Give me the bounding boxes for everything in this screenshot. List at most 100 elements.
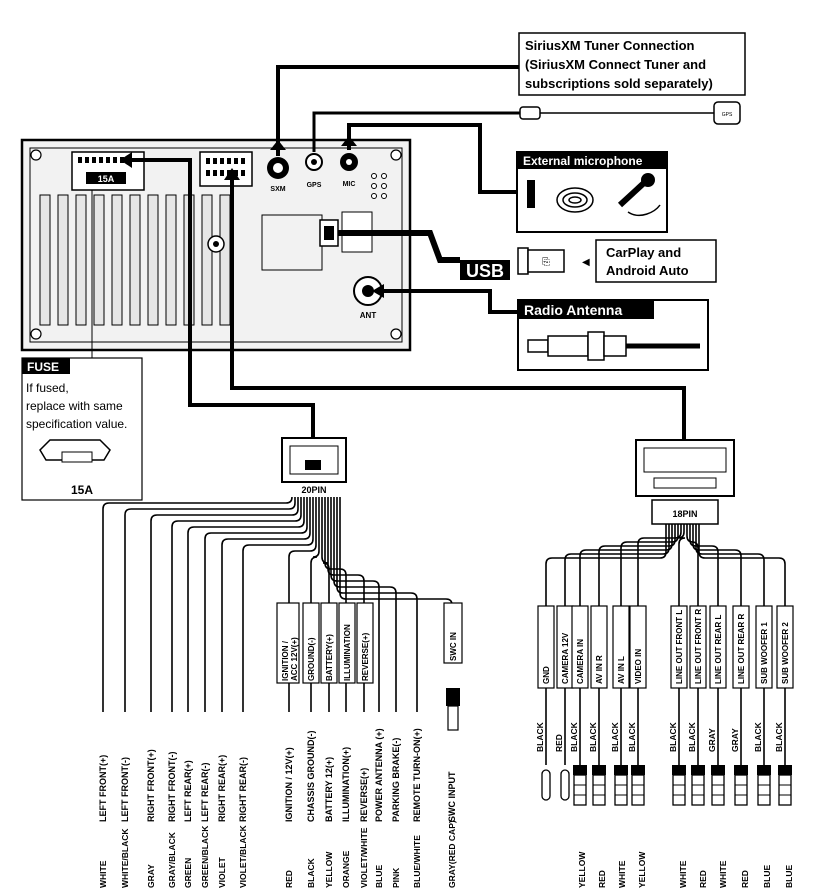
wire-20pin <box>333 497 397 712</box>
carplay-line-1: CarPlay and <box>606 245 681 260</box>
tag-ground-text: GROUND(-) <box>307 637 316 681</box>
wire-color-label: GREEN/BLACK <box>200 825 210 888</box>
fuse-rating-label: 15A <box>98 174 115 184</box>
wire-18pin <box>692 524 742 606</box>
wire-18pin-bottom-label: YELLOW <box>637 851 647 888</box>
external-microphone-callout: External microphone <box>516 151 668 233</box>
tag-18pin <box>709 605 727 689</box>
wire-20pin <box>310 497 320 603</box>
tag-ignition-line-2: ACC 12V(+) <box>290 637 299 681</box>
wire-function-label: PARKING BRAKE(-) <box>391 738 401 822</box>
wire-color-label: GRAY <box>146 864 156 888</box>
connector-20pin: 20PIN <box>281 437 347 495</box>
wire-20pin <box>150 497 299 712</box>
siriusxm-line-1: SiriusXM Tuner Connection <box>525 38 695 53</box>
wire-20pin <box>336 497 418 712</box>
wire-color-label: GREEN <box>183 858 193 888</box>
wire-18pin-upper-label: BLACK <box>774 721 784 752</box>
wire-20pin <box>221 497 311 712</box>
tag-18pin-text: LINE OUT FRONT R <box>694 609 703 684</box>
rca-plug <box>691 765 705 775</box>
wire-function-label: LEFT REAR(+) <box>183 760 193 822</box>
wire-18pin-bottom-label: RED <box>597 870 607 888</box>
wire-color-label: ORANGE <box>341 850 351 888</box>
rca-plug <box>573 765 587 775</box>
siriusxm-line-2: (SiriusXM Connect Tuner and <box>525 57 706 72</box>
wire-20pin <box>327 497 365 603</box>
tag-18pin <box>590 605 608 689</box>
wire-18pin-upper-label: RED <box>554 734 564 752</box>
tag-18pin-text: LINE OUT FRONT L <box>675 610 684 684</box>
rca-plug <box>614 765 628 775</box>
wire-18pin-bottom-label: BLUE <box>784 865 794 888</box>
wire-function-label: LEFT REAR(-) <box>200 763 210 823</box>
tag-battery: BATTERY(+) <box>320 602 338 684</box>
port-sxm-label: SXM <box>270 186 285 193</box>
fuse-title: FUSE <box>27 360 59 374</box>
wire-18pin-upper-label: BLACK <box>535 721 545 752</box>
wire-18pin-upper-label: BLACK <box>627 721 637 752</box>
wire-18pin <box>677 524 686 606</box>
tag-18pin-text: VIDEO IN <box>634 649 643 684</box>
gps-antenna-tag: GPS <box>722 112 733 118</box>
wire-function-label: IGNITION / 12V(+) <box>284 747 294 822</box>
fuse-callout: FUSE If fused, replace with same specifi… <box>21 190 143 501</box>
tag-swc: SWC IN <box>443 602 463 731</box>
wire-20pin <box>171 497 302 712</box>
tag-18pin <box>571 605 589 689</box>
rca-plug <box>592 765 606 775</box>
harness-18pin-wires <box>545 524 786 765</box>
fuse-text-1: If fused, <box>26 381 69 395</box>
wire-color-label: RED <box>284 870 294 888</box>
wire-18pin <box>637 524 682 606</box>
external-microphone-title: External microphone <box>523 154 643 168</box>
wire-function-label: BATTERY 12(+) <box>324 757 334 822</box>
wire-color-label: VIOLET <box>217 856 227 888</box>
wire-20pin <box>242 497 314 712</box>
wire-18pin <box>598 524 676 606</box>
wire-function-label: RIGHT FRONT(+) <box>146 749 156 822</box>
tag-18pin <box>670 605 688 689</box>
wire-color-label: BLUE/WHITE <box>412 835 422 888</box>
arrow-left-icon: ◀ <box>582 257 590 268</box>
tag-18pin-text: SUB WOOFER 1 <box>760 622 769 684</box>
connector-18pin-label: 18PIN <box>672 509 697 519</box>
tag-18pin-text: GND <box>542 666 551 684</box>
tag-18pin <box>689 605 707 689</box>
tag-18pin <box>537 605 555 689</box>
tag-18pin <box>612 605 630 689</box>
wire-function-label: RIGHT FRONT(-) <box>167 752 177 822</box>
tag-18pin-text: LINE OUT REAR L <box>714 615 723 684</box>
wire-20pin <box>187 497 305 712</box>
wire-18pin <box>545 524 667 606</box>
wire-color-label: YELLOW <box>324 851 334 888</box>
harness-20pin-tags: IGNITION / ACC 12V(+) GROUND(-) BATTERY(… <box>276 602 463 731</box>
siriusxm-line-3: subscriptions sold separately) <box>525 76 713 91</box>
wire-18pin-upper-label: GRAY <box>730 728 740 752</box>
wire-color-label: GRAY/BLACK <box>167 831 177 888</box>
wire-color-label: GRAY(RED CAP) <box>447 820 457 888</box>
wire-18pin-upper-label: BLACK <box>687 721 697 752</box>
wire-color-label: VIOLET/BLACK <box>238 824 248 888</box>
fuse-rating: 15A <box>71 483 93 497</box>
rca-plug-body <box>573 774 587 806</box>
svg-text:⎘: ⎘ <box>542 257 550 268</box>
tag-18pin-text: AV IN L <box>617 656 626 684</box>
wire-18pin <box>579 524 673 606</box>
rca-plug-body <box>631 774 645 806</box>
rca-plug-body <box>592 774 606 806</box>
wire-color-label: BLUE <box>374 865 384 888</box>
wire-18pin-upper-label: BLACK <box>668 721 678 752</box>
rca-plug <box>734 765 748 775</box>
wire-18pin-bottom-label: RED <box>740 870 750 888</box>
wire-color-label: WHITE <box>98 860 108 888</box>
tag-illumination: ILLUMINATION <box>338 602 356 684</box>
wire-color-label: WHITE/BLACK <box>120 828 130 888</box>
rca-plug-body <box>757 774 771 806</box>
radio-antenna-callout: Radio Antenna <box>517 299 709 371</box>
bare-wire-end <box>541 769 551 801</box>
rca-plug-body <box>691 774 705 806</box>
wire-function-label: ILLUMINATION(+) <box>341 747 351 822</box>
